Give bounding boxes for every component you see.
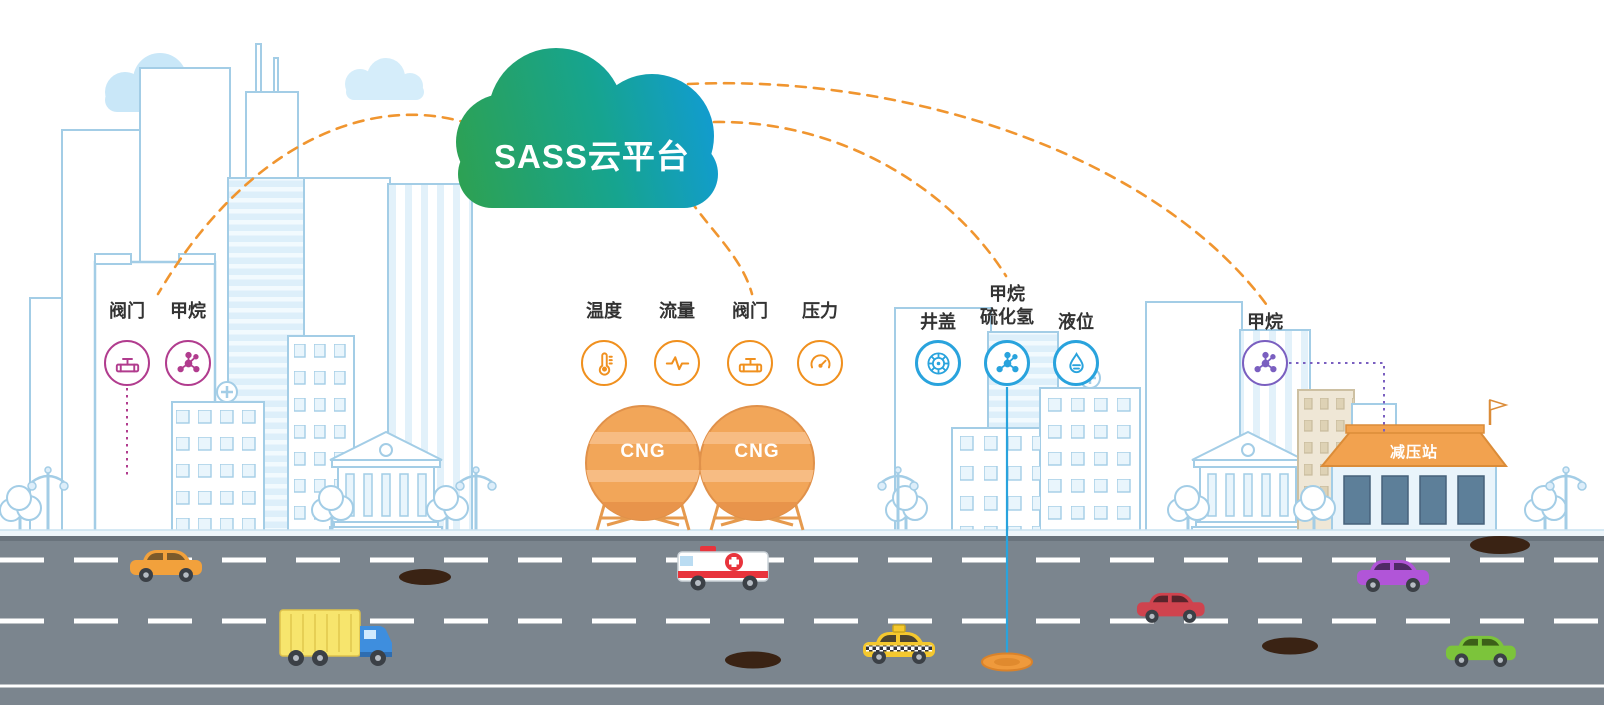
sensor-label-valve-city: 阀门 <box>109 301 145 321</box>
ambulance <box>677 546 769 591</box>
cng-tanks <box>585 405 815 531</box>
sensor-label-valve-cng: 阀门 <box>732 301 768 321</box>
pressure-icon <box>807 350 834 377</box>
sensor-label-temperature: 温度 <box>586 301 622 321</box>
delivery-truck <box>279 609 392 666</box>
road <box>0 536 1604 705</box>
cloud-platform <box>456 48 718 208</box>
sensor-label-flow: 流量 <box>659 301 695 321</box>
cloud-platform-label: SASS云平台 <box>494 138 690 175</box>
methane-icon <box>1252 350 1279 377</box>
sensor-flow <box>654 340 700 386</box>
manhole-spot <box>399 569 451 585</box>
valve-icon <box>737 350 764 377</box>
sidewalk <box>0 530 1604 536</box>
arc-to-city-gas <box>156 113 472 296</box>
arc-to-cng <box>688 198 754 296</box>
level-icon <box>1063 350 1090 377</box>
sensor-connectors <box>126 362 1385 655</box>
cloud-connection-arcs <box>156 81 1268 306</box>
arc-to-street <box>712 120 1008 278</box>
vehicles <box>130 546 1516 667</box>
sensor-pressure <box>797 340 843 386</box>
sensor-temperature <box>581 340 627 386</box>
sensor-level <box>1053 340 1099 386</box>
skyline-left <box>29 43 473 534</box>
cng-tank-label-2: CNG <box>734 441 780 462</box>
pressure-reduction-station-building <box>1319 398 1509 533</box>
methane-icon <box>994 350 1021 377</box>
sensor-manhole <box>915 340 961 386</box>
manhole-icon <box>925 350 952 377</box>
methane-icon <box>175 350 202 377</box>
manhole-spot <box>1262 637 1318 655</box>
manhole-spot <box>725 651 781 669</box>
station-flag-icon <box>1489 398 1509 412</box>
taxi <box>863 624 935 664</box>
sensor-label-methane-h2s: 甲烷 硫化氢 <box>980 284 1034 327</box>
arc-to-station <box>686 81 1268 306</box>
flow-icon <box>664 350 691 377</box>
sensor-label-manhole: 井盖 <box>920 312 956 332</box>
manhole-spot <box>1470 536 1530 554</box>
station-connector-line <box>1289 362 1385 434</box>
sensor-methane-h2s <box>984 340 1030 386</box>
temperature-icon <box>591 350 618 377</box>
sensor-valve-cng <box>727 340 773 386</box>
sensor-valve-city <box>104 340 150 386</box>
sensor-label-methane-station: 甲烷 <box>1247 312 1283 332</box>
sensor-label-level: 液位 <box>1058 312 1094 332</box>
station-label: 减压站 <box>1389 444 1439 461</box>
valve-icon <box>114 350 141 377</box>
sensor-methane-station <box>1242 340 1288 386</box>
sensor-label-pressure: 压力 <box>802 301 838 321</box>
sky-cloud-2 <box>345 58 424 100</box>
sensor-label-methane-city: 甲烷 <box>170 301 206 321</box>
sensor-methane-city <box>165 340 211 386</box>
cng-tank-label-1: CNG <box>620 441 666 462</box>
